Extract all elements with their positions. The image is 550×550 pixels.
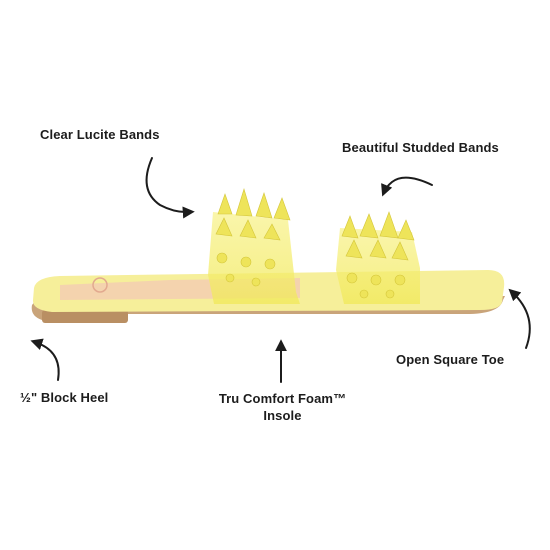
clear-lucite-bands-label: Clear Lucite Bands (40, 127, 160, 142)
arrow-clear-lucite-bands (145, 157, 195, 219)
insole-label-line2: Insole (263, 408, 302, 423)
block-heel (42, 310, 128, 323)
beautiful-studded-bands-label: Beautiful Studded Bands (342, 140, 499, 155)
arrow-open-square-toe (508, 288, 531, 349)
arrow-studded-bands (381, 176, 433, 197)
insole-label-line1: Tru Comfort Foam™ (218, 391, 347, 406)
insole-logo (92, 277, 108, 293)
open-square-toe-label: Open Square Toe (396, 352, 505, 367)
rear-band-studs (215, 187, 291, 287)
insole-label: Tru Comfort Foam™ Insole (200, 390, 365, 424)
block-heel-label: ½" Block Heel (20, 390, 109, 405)
front-band-studs (341, 211, 415, 299)
arrow-block-heel (30, 338, 60, 381)
